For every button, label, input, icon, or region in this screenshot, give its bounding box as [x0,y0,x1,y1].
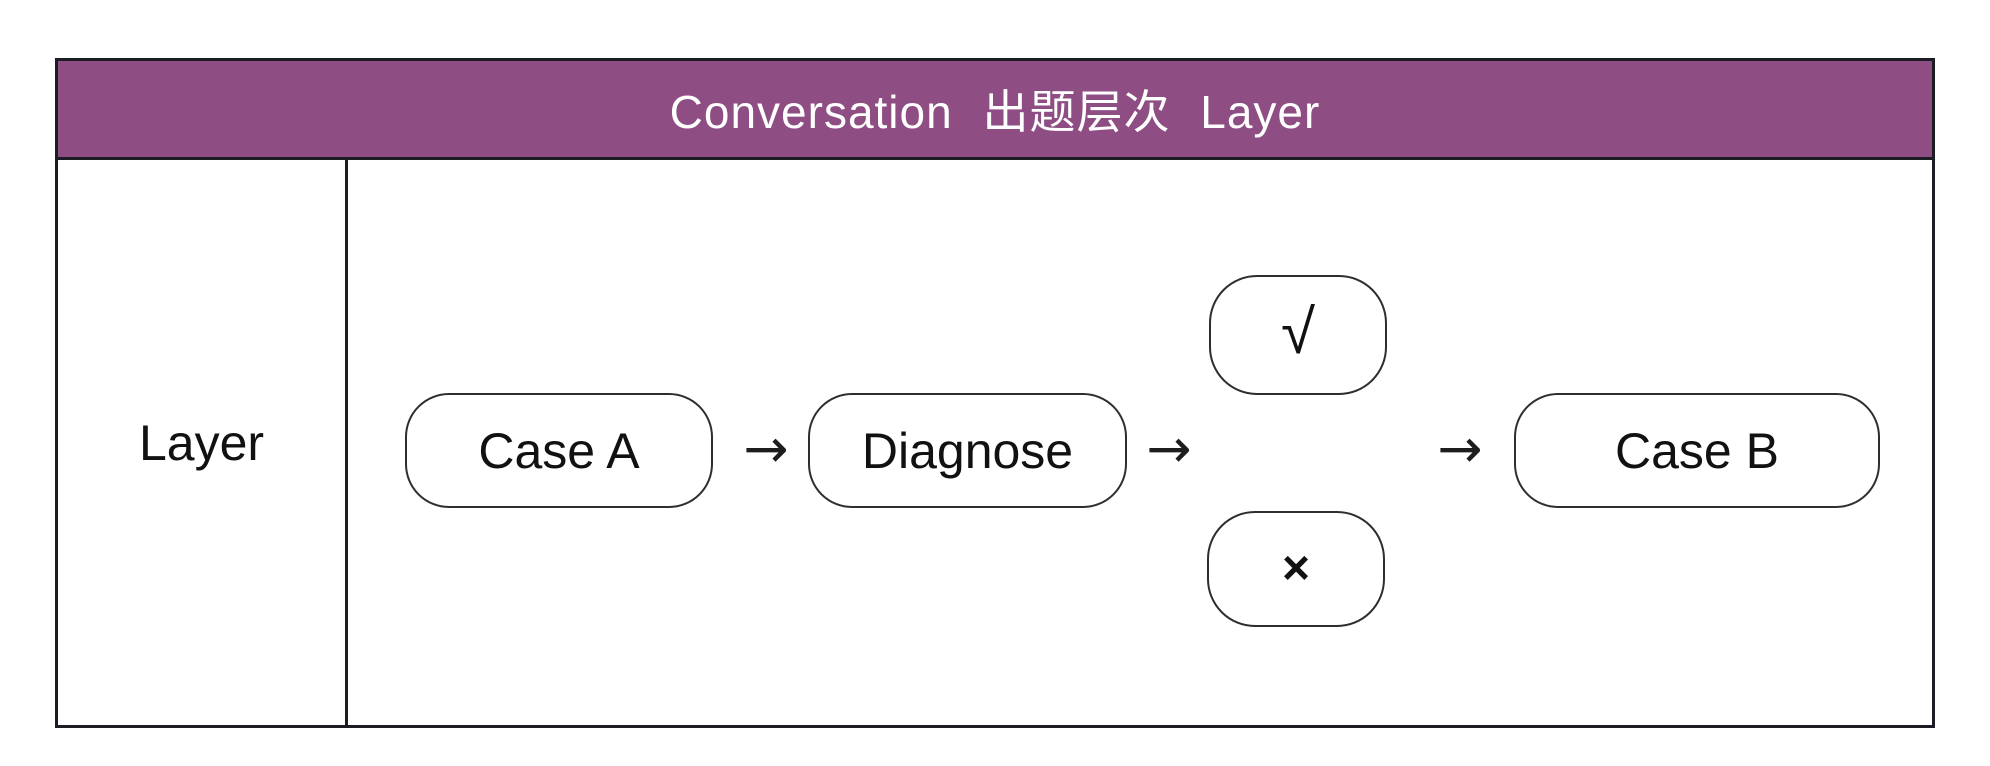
node-correct: √ [1209,275,1387,395]
node-case-a: Case A [405,393,713,508]
table-header: Conversation 出题层次 Layer [58,61,1932,160]
node-case-a-label: Case A [478,422,640,479]
node-diagnose-label: Diagnose [861,422,1074,479]
flow-diagram-cell: Case A → Diagnose → √ × → Case B [348,160,1932,725]
table-body: Layer Case A → Diagnose → √ × → [58,160,1932,725]
node-incorrect: × [1207,511,1385,627]
arrow-right-icon: → [743,416,789,480]
arrow-right-icon: → [1146,416,1192,480]
row-label: Layer [138,414,265,471]
node-case-b: Case B [1514,393,1880,508]
table-title: Conversation 出题层次 Layer [669,86,1321,138]
node-diagnose: Diagnose [808,393,1127,508]
layer-table: Conversation 出题层次 Layer Layer Case A → D… [55,58,1935,728]
checkmark-icon: √ [1280,298,1316,367]
arrow-right-icon: → [1437,416,1483,480]
cross-icon: × [1281,542,1311,595]
node-case-b-label: Case B [1615,422,1779,479]
row-label-cell: Layer [58,160,348,725]
